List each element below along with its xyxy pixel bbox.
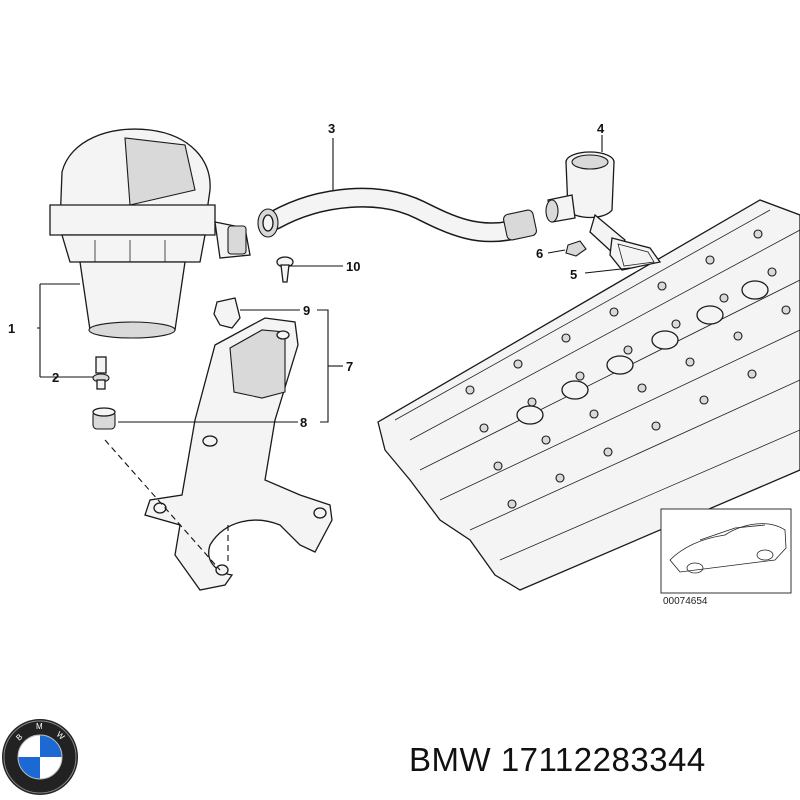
bmw-roundel-logo: B M W xyxy=(2,719,78,795)
head-bolt-icon xyxy=(575,371,585,381)
head-bolt-icon xyxy=(685,357,695,367)
head-bolt-icon xyxy=(527,397,537,407)
head-bolt-icon xyxy=(637,383,647,393)
callout-8: 8 xyxy=(300,415,307,430)
head-bolt-icon xyxy=(623,345,633,355)
head-bolt-icon xyxy=(513,359,523,369)
callout-2: 2 xyxy=(52,370,59,385)
head-bolt-icon xyxy=(719,293,729,303)
head-bolt-icon xyxy=(609,307,619,317)
part-number-caption: BMW 17112283344 xyxy=(409,741,706,778)
screw xyxy=(276,256,294,283)
stud-bolt xyxy=(92,356,110,390)
valve-port-icon xyxy=(516,405,544,425)
valve-port-icon xyxy=(741,280,769,300)
head-bolt-icon xyxy=(753,229,763,239)
callout-9: 9 xyxy=(303,303,310,318)
head-bolt-icon xyxy=(699,395,709,405)
head-bolt-icon xyxy=(747,369,757,379)
valve-port-icon xyxy=(606,355,634,375)
callout-5: 5 xyxy=(570,267,577,282)
diagram-reference-number: 00074654 xyxy=(663,596,708,607)
head-bolt-icon xyxy=(651,421,661,431)
callout-labels: 1 2 3 4 5 6 7 8 9 10 xyxy=(8,121,605,430)
clip-nut xyxy=(213,297,241,329)
air-hose xyxy=(257,187,537,243)
check-valve xyxy=(545,151,626,256)
svg-text:M: M xyxy=(36,722,43,731)
callout-4: 4 xyxy=(597,121,605,136)
head-bolt-icon xyxy=(733,331,743,341)
valve-port-icon xyxy=(651,330,679,350)
callout-1: 1 xyxy=(8,321,15,336)
leader-lines xyxy=(37,135,631,571)
head-bolt-icon xyxy=(589,409,599,419)
cylinder-head xyxy=(377,199,800,591)
hex-nut xyxy=(565,240,587,257)
head-bolt-icon xyxy=(541,435,551,445)
callout-7: 7 xyxy=(346,359,353,374)
vehicle-thumbnail: 00074654 xyxy=(660,508,792,607)
rubber-grommet xyxy=(92,407,116,430)
valve-port-icon xyxy=(561,380,589,400)
head-bolt-icon xyxy=(767,267,777,277)
head-bolt-icon xyxy=(671,319,681,329)
head-bolt-icon xyxy=(781,305,791,315)
head-bolt-icon xyxy=(603,447,613,457)
head-bolt-icon xyxy=(507,499,517,509)
svg-text:B: B xyxy=(14,732,24,742)
svg-text:W: W xyxy=(55,730,67,742)
callout-10: 10 xyxy=(346,259,360,274)
head-bolt-icon xyxy=(657,281,667,291)
secondary-air-pump xyxy=(49,128,251,339)
head-bolt-icon xyxy=(493,461,503,471)
valve-port-icon xyxy=(696,305,724,325)
head-bolt-icon xyxy=(561,333,571,343)
callout-3: 3 xyxy=(328,121,335,136)
head-bolt-icon xyxy=(705,255,715,265)
head-bolt-icon xyxy=(465,385,475,395)
head-bolt-icon xyxy=(479,423,489,433)
mounting-bracket xyxy=(144,317,333,591)
head-bolt-icon xyxy=(555,473,565,483)
callout-6: 6 xyxy=(536,246,543,261)
